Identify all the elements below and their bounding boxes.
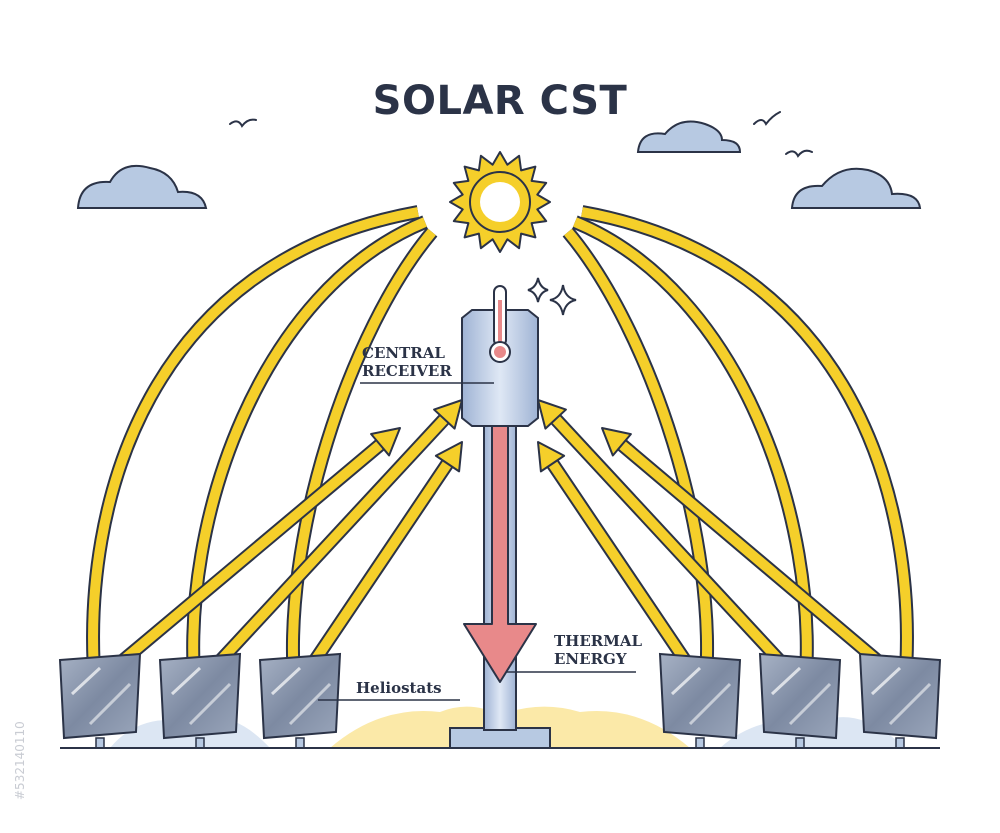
panel-glint xyxy=(70,666,102,696)
thermometer-icon xyxy=(489,285,511,363)
heliostat-stand xyxy=(895,737,905,749)
panel-glint xyxy=(870,666,902,696)
heliostat-panel xyxy=(258,652,342,740)
sun-ray-right-0 xyxy=(581,207,912,687)
reflected-ray-arrowhead-4 xyxy=(537,399,567,430)
sun-ray-left-0 xyxy=(88,207,419,687)
reflected-ray-4 xyxy=(547,411,809,692)
heliostat-stand xyxy=(795,737,805,749)
central-receiver xyxy=(461,309,539,427)
panel-glint xyxy=(788,682,832,726)
reflected-ray-2 xyxy=(290,455,455,693)
panel-glint xyxy=(88,682,132,726)
sun-ray-right-2 xyxy=(564,228,713,693)
reflected-ray-1 xyxy=(191,411,453,692)
stock-id-text: #532140110 xyxy=(13,721,27,800)
central-receiver-label-line2: RECEIVER xyxy=(362,362,452,380)
diagram-title: SOLAR CST xyxy=(373,78,628,124)
heliostat-stand xyxy=(695,737,705,749)
heliostats-label: Heliostats xyxy=(356,679,442,697)
heliostat-stand xyxy=(95,737,105,749)
sun-icon xyxy=(449,151,551,253)
panel-glint xyxy=(888,682,932,726)
thermal-energy-arrow xyxy=(463,417,537,683)
reflected-ray-arrowhead-3 xyxy=(601,427,632,457)
heliostat-panel xyxy=(158,652,242,740)
reflected-ray-5 xyxy=(545,455,710,693)
cloud-icon xyxy=(76,164,208,209)
panel-glint xyxy=(670,666,702,696)
bird-icon xyxy=(753,111,781,126)
heliostat-panel xyxy=(658,652,742,740)
bird-icon xyxy=(229,118,257,128)
panel-glint xyxy=(188,682,232,726)
central-receiver-label-line1: CENTRAL xyxy=(362,344,445,362)
reflected-ray-0 xyxy=(91,437,388,688)
sun-ray-left-2 xyxy=(287,228,436,693)
heliostat-panel xyxy=(758,652,842,740)
panel-glint xyxy=(288,682,332,726)
sun-ray-left-1 xyxy=(188,217,427,691)
panel-glint xyxy=(170,666,202,696)
thermal-energy-label-line1: THERMAL xyxy=(554,632,642,650)
sunlight-rays xyxy=(77,205,923,697)
heliostat-array xyxy=(58,652,942,749)
sparkle-icon xyxy=(549,284,577,316)
cloud-icon xyxy=(636,120,742,153)
cloud-icon xyxy=(790,167,922,209)
thermal-energy-label-line2: ENERGY xyxy=(554,650,627,668)
panel-glint xyxy=(270,666,302,696)
heliostat-stand xyxy=(195,737,205,749)
sun-core xyxy=(480,182,520,222)
sparkle-icon xyxy=(527,277,549,303)
heliostat-stand xyxy=(295,737,305,749)
heliostat-panel xyxy=(58,652,142,740)
reflected-ray-arrowhead-0 xyxy=(370,427,401,457)
reflected-ray-arrowhead-5 xyxy=(537,441,566,473)
reflected-ray-arrowhead-2 xyxy=(434,441,463,473)
panel-glint xyxy=(688,682,732,726)
reflected-rays xyxy=(90,399,910,694)
bird-icon xyxy=(785,149,813,158)
reflected-ray-3 xyxy=(614,437,909,688)
heliostat-panel xyxy=(858,652,942,740)
panel-glint xyxy=(770,666,802,696)
reflected-ray-arrowhead-1 xyxy=(433,399,463,430)
sun-ray-right-1 xyxy=(573,217,812,691)
